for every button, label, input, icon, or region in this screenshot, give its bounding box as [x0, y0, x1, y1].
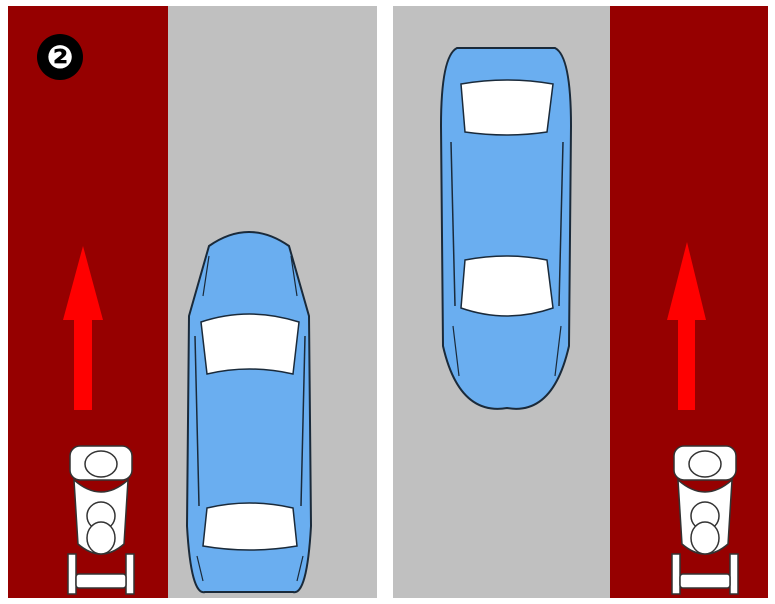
cyclist-icon-right — [672, 446, 738, 594]
cyclist-icon-left — [68, 446, 134, 594]
